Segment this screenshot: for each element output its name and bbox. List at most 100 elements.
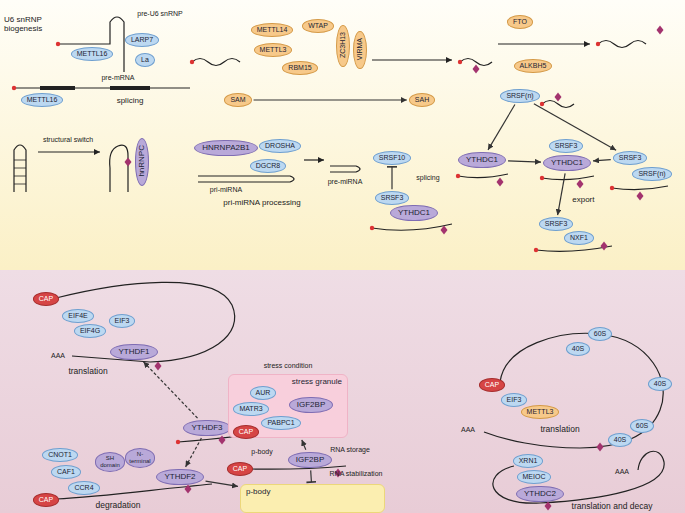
annotation-label: AAA xyxy=(51,352,65,360)
protein-ellipse: RBM15 xyxy=(282,61,317,75)
protein-ellipse: FTO xyxy=(507,15,533,29)
node-text: FTO xyxy=(513,18,527,26)
arrow-connector xyxy=(558,173,566,215)
protein-ellipse: CAP xyxy=(233,425,259,439)
inhibition-connector xyxy=(391,167,392,189)
protein-ellipse: MATR3 xyxy=(233,402,268,416)
protein-ellipse: SRSF(n) xyxy=(632,167,671,181)
node-text: METTL3 xyxy=(260,46,287,54)
node-text: CAF1 xyxy=(57,468,75,476)
arrow-connector xyxy=(206,481,238,486)
node-text: N-terminal xyxy=(128,451,152,464)
protein-ellipse: 60S xyxy=(588,327,612,341)
protein-ellipse: ZC3H13 xyxy=(336,25,350,67)
protein-ellipse: SRSF(n) xyxy=(500,89,539,103)
annotation-label: pre-miRNA xyxy=(328,178,363,186)
protein-ellipse: SAH xyxy=(409,93,435,107)
node-text: CCR4 xyxy=(74,484,93,492)
protein-ellipse: HNRNPA2B1 xyxy=(194,140,257,157)
node-text: METTL3 xyxy=(527,408,554,416)
protein-ellipse: WTAP xyxy=(302,19,334,33)
annotation-label: splicing xyxy=(117,97,144,106)
node-text: 60S xyxy=(636,422,648,430)
node-text: PABPC1 xyxy=(267,419,294,427)
protein-ellipse: CCR4 xyxy=(68,481,99,495)
node-text: p-body xyxy=(246,488,270,497)
protein-ellipse: 40S xyxy=(608,433,632,447)
node-text: SRSF(n) xyxy=(506,92,533,100)
protein-ellipse: 60S xyxy=(630,419,654,433)
node-text: SAH xyxy=(415,96,429,104)
node-text: SRSF3 xyxy=(619,154,642,162)
protein-ellipse: CAP xyxy=(33,292,59,306)
node-text: EIF3 xyxy=(115,317,130,325)
protein-ellipse: YTHDF2 xyxy=(156,469,203,486)
node-text: YTHDF1 xyxy=(118,348,149,357)
annotation-label: pre-U6 snRNP xyxy=(137,10,183,18)
protein-ellipse: LARP7 xyxy=(125,33,159,47)
annotation-label: translation and decay xyxy=(572,502,653,511)
node-text: CAP xyxy=(233,465,247,473)
node-text: AUR xyxy=(256,389,271,397)
node-text: CNOT1 xyxy=(48,451,72,459)
node-text: VIRMA xyxy=(356,38,364,60)
node-text: DROSHA xyxy=(265,142,295,150)
protein-ellipse: IGF2BP xyxy=(289,397,333,414)
node-text: IGF2BP xyxy=(296,456,324,465)
annotation-label: stress condition xyxy=(264,362,313,370)
protein-ellipse: DROSHA xyxy=(259,139,301,153)
protein-ellipse: EIF4G xyxy=(74,324,106,338)
node-text: YTHDC1 xyxy=(398,209,430,218)
node-text: 40S xyxy=(572,345,584,353)
annotation-label: AAA xyxy=(615,468,629,476)
protein-ellipse: PABPC1 xyxy=(261,416,300,430)
arrow-connector xyxy=(143,362,197,418)
protein-ellipse: SRSF3 xyxy=(375,191,410,205)
node-text: CAP xyxy=(485,381,499,389)
node-text: 60S xyxy=(594,330,606,338)
protein-ellipse: METTL16 xyxy=(71,47,114,61)
protein-ellipse: CAP xyxy=(33,493,59,507)
node-text: MATR3 xyxy=(239,405,262,413)
node-text: EIF4G xyxy=(80,327,100,335)
annotation-label: pri-miRNA processing xyxy=(223,199,300,208)
node-text: SRSF(n) xyxy=(638,170,665,178)
protein-ellipse: 40S xyxy=(566,342,590,356)
node-text: IGF2BP xyxy=(297,401,325,410)
protein-ellipse: NXF1 xyxy=(564,231,594,245)
protein-ellipse: N-terminal xyxy=(125,448,155,467)
protein-ellipse: CAP xyxy=(479,378,505,392)
annotation-label: U6 snRNP biogenesis xyxy=(4,16,60,34)
node-text: YTHDF3 xyxy=(191,424,222,433)
annotation-label: RNA stabilization xyxy=(330,470,383,478)
node-text: YTHDC1 xyxy=(551,159,583,168)
node-text: SRSF3 xyxy=(555,142,578,150)
protein-ellipse: 40S xyxy=(648,377,672,391)
protein-ellipse: La xyxy=(135,53,155,67)
node-text: SAM xyxy=(230,96,245,104)
protein-ellipse: METTL3 xyxy=(254,43,293,57)
node-text: EIF3 xyxy=(507,396,522,404)
node-text: La xyxy=(141,56,149,64)
annotation-label: splicing xyxy=(416,174,439,182)
protein-ellipse: YTHDF3 xyxy=(183,420,230,437)
node-text: CAP xyxy=(39,496,53,504)
annotation-label: translation xyxy=(68,367,107,376)
node-text: METTL16 xyxy=(27,96,58,104)
edge-label: export xyxy=(572,196,594,205)
protein-ellipse: CAP xyxy=(227,462,253,476)
arrow-connector xyxy=(593,160,611,161)
arrow-connector xyxy=(534,104,616,150)
protein-ellipse: XRN1 xyxy=(513,454,544,468)
node-text: HNRNPA2B1 xyxy=(202,144,249,153)
protein-ellipse: SRSF3 xyxy=(613,151,648,165)
node-text: SRSF3 xyxy=(381,194,404,202)
node-text: LARP7 xyxy=(131,36,153,44)
node-text: SRSF3 xyxy=(545,220,568,228)
node-text: 40S xyxy=(654,380,666,388)
protein-ellipse: SRSF3 xyxy=(539,217,574,231)
protein-ellipse: SRSF10 xyxy=(373,151,411,165)
region-box: p-body xyxy=(240,484,385,513)
protein-ellipse: METTL14 xyxy=(251,23,294,37)
